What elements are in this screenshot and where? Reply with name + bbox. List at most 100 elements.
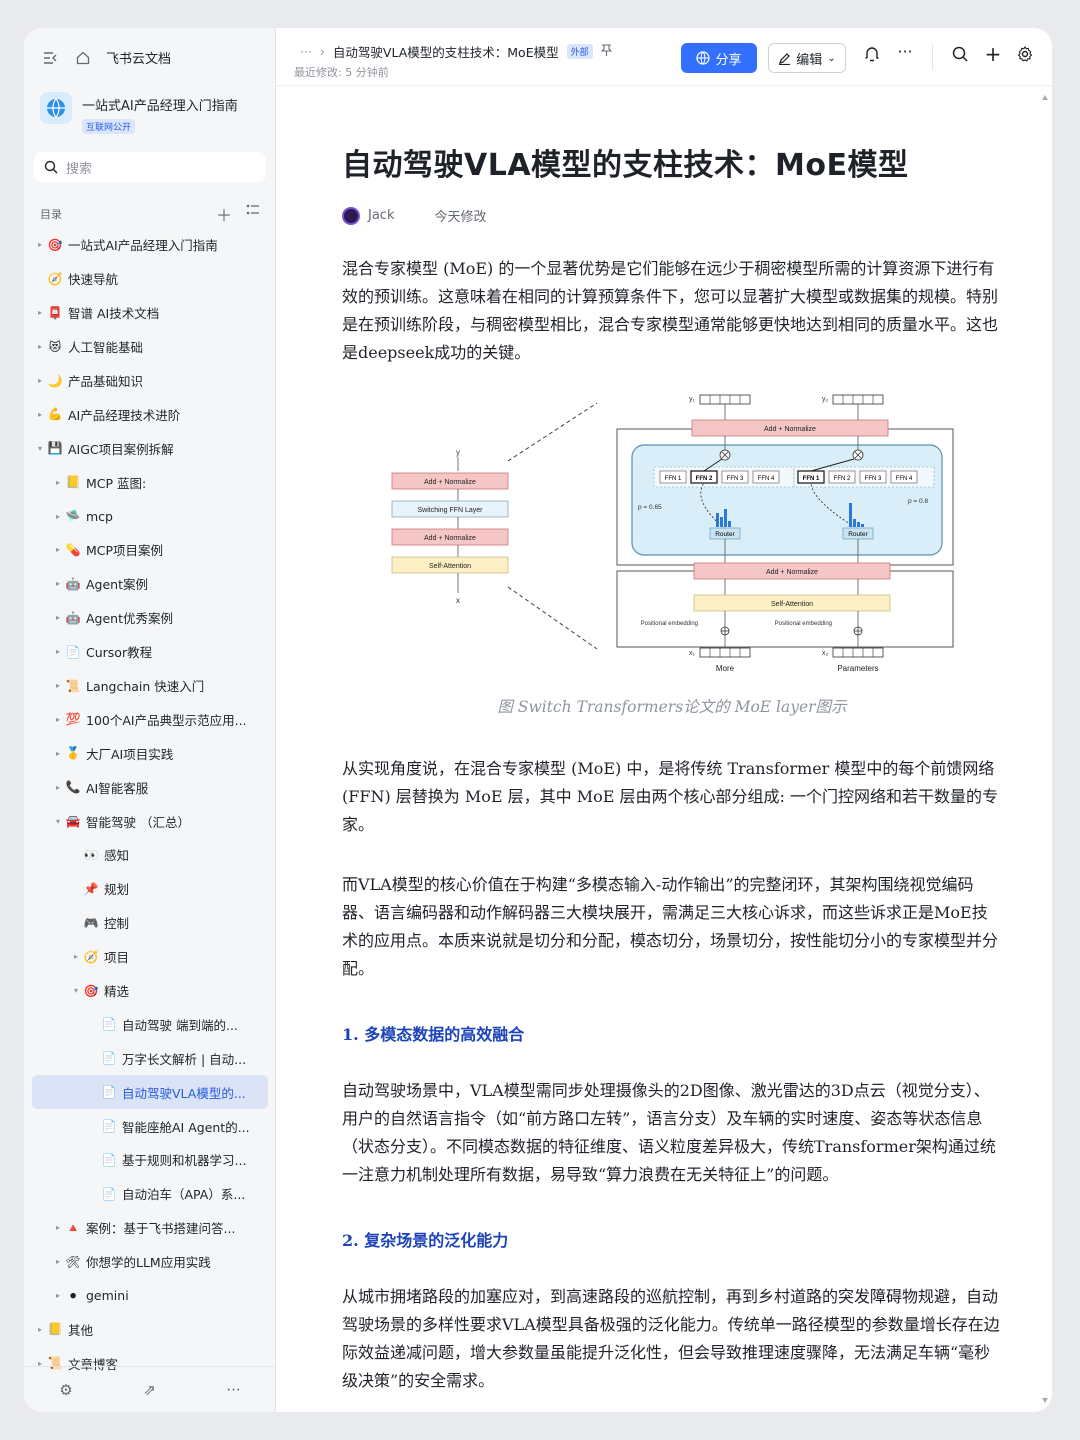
sidebar-item[interactable]: ▸📞AI智能客服 — [32, 770, 268, 804]
home-link[interactable]: 飞书云文档 — [106, 52, 172, 67]
sidebar-item[interactable]: ▸💯100个AI产品典型示范应用... — [32, 702, 268, 736]
sidebar-item[interactable]: 📄自动驾驶VLA模型的... — [32, 1075, 268, 1110]
chevron-right-icon[interactable]: ▸ — [55, 477, 60, 487]
collapse-sidebar-icon[interactable] — [42, 49, 60, 67]
chevron-right-icon[interactable]: ▸ — [55, 748, 60, 758]
chevron-right-icon[interactable]: ▸ — [55, 1257, 60, 1267]
sidebar-item[interactable]: 🎮控制 — [32, 906, 268, 940]
share-label: 分享 — [715, 52, 742, 68]
avatar[interactable] — [342, 206, 360, 225]
chevron-right-icon[interactable]: ▸ — [37, 376, 42, 385]
chevron-right-icon[interactable]: ▸ — [37, 342, 42, 352]
share-button[interactable]: 分享 — [681, 43, 757, 73]
sidebar-item-label: 快速导航 — [68, 272, 119, 288]
sidebar-item[interactable]: ▾💾AIGC项目案例拆解 — [32, 431, 268, 465]
author-name[interactable]: Jack — [368, 208, 395, 223]
sidebar-item[interactable]: 🧭快速导航 — [32, 262, 268, 296]
item-icon: 🚘 — [65, 814, 81, 829]
chevron-right-icon[interactable]: ▸ — [37, 1358, 42, 1368]
home-icon[interactable] — [74, 49, 92, 67]
settings-icon[interactable]: ⚙ — [59, 1380, 73, 1399]
sidebar-item[interactable]: ▸💪AI产品经理技术进阶 — [32, 397, 268, 431]
sidebar-item[interactable]: ▾🎯精选 — [32, 974, 268, 1008]
chevron-right-icon[interactable]: ▸ — [55, 1291, 60, 1301]
chevron-down-icon[interactable]: ▾ — [73, 986, 78, 996]
sidebar-footer: ⚙ ⇗ ··· — [24, 1366, 276, 1412]
add-icon[interactable]: ＋ — [215, 206, 232, 225]
globe-icon — [40, 92, 72, 124]
sidebar-item[interactable]: ▸📮智谱 AI技术文档 — [32, 296, 268, 330]
gear-icon[interactable] — [1014, 46, 1036, 66]
chevron-right-icon[interactable]: ▸ — [37, 1324, 42, 1334]
chevron-right-icon[interactable]: ▸ — [37, 409, 42, 419]
sidebar-item[interactable]: ▸⚫gemini — [32, 1279, 268, 1313]
search-icon[interactable] — [949, 46, 971, 66]
sidebar-item[interactable]: ▸🛠你想学的LLM应用实践 — [32, 1245, 268, 1279]
top-bar: ··· › 自动驾驶VLA模型的支柱技术：MoE模型 外部 最近修改: 5 分钟… — [276, 28, 1052, 86]
chevron-down-icon[interactable]: ▾ — [37, 443, 42, 453]
share-out-icon[interactable]: ⇗ — [143, 1380, 156, 1399]
sidebar-item[interactable]: ▸📄Cursor教程 — [32, 635, 268, 669]
chevron-right-icon[interactable]: ▸ — [55, 511, 60, 521]
sidebar-item[interactable]: ▸📒MCP 蓝图: — [32, 465, 268, 499]
scrollbar[interactable] — [1042, 94, 1048, 1404]
sidebar-item[interactable]: 📄自动泊车（APA）系... — [32, 1177, 268, 1211]
fig-ffn1-a: FFN 1 — [665, 476, 682, 482]
sidebar-item[interactable]: 👀感知 — [32, 838, 268, 872]
chevron-right-icon[interactable]: ▸ — [55, 1223, 60, 1233]
sidebar-item[interactable]: ▸🛸mcp — [32, 499, 268, 533]
sidebar-item[interactable]: ▸🤖Agent案例 — [32, 567, 268, 601]
pin-icon[interactable] — [600, 44, 612, 59]
search-input[interactable]: 搜索 — [34, 152, 266, 182]
sidebar-item[interactable]: ▸🧭项目 — [32, 940, 268, 974]
heading-1: 1. 多模态数据的高效融合 — [342, 1025, 525, 1044]
chevron-right-icon[interactable]: ▸ — [55, 714, 60, 724]
sidebar-item-label: 100个AI产品典型示范应用... — [86, 712, 247, 728]
sidebar-item[interactable]: ▸📒其他 — [32, 1313, 268, 1347]
chevron-right-icon[interactable]: ▸ — [73, 952, 78, 962]
sidebar-item-label: 基于规则和机器学习... — [122, 1153, 247, 1169]
sidebar-item[interactable]: ▸🥇大厂AI项目实践 — [32, 736, 268, 770]
item-icon: 📄 — [101, 1119, 117, 1134]
sidebar-item[interactable]: ▸🎯一站式AI产品经理入门指南 — [32, 228, 268, 262]
sidebar-item[interactable]: ▸🔺案例：基于飞书搭建问答... — [32, 1211, 268, 1245]
workspace-header[interactable]: 一站式AI产品经理入门指南 互联网公开 — [40, 92, 238, 134]
sidebar-item[interactable]: 📄自动驾驶 端到端的... — [32, 1007, 268, 1041]
plus-icon[interactable]: + — [984, 42, 1002, 66]
sidebar-item[interactable]: ▸💊MCP项目案例 — [32, 533, 268, 567]
fig-top-addnorm: Add + Normalize — [764, 426, 816, 433]
chevron-right-icon[interactable]: ▸ — [37, 240, 42, 250]
sidebar-item-label: Agent优秀案例 — [86, 611, 173, 627]
sidebar-item[interactable]: 📌规划 — [32, 872, 268, 906]
chevron-right-icon[interactable]: ▸ — [55, 613, 60, 623]
sidebar-item[interactable]: ▾🚘智能驾驶 （汇总） — [32, 804, 268, 838]
more-options-icon[interactable]: ··· — [897, 42, 913, 61]
chevron-right-icon[interactable]: ▸ — [55, 681, 60, 691]
sidebar-item-label: 案例：基于飞书搭建问答... — [86, 1221, 236, 1237]
fig-word-parameters: Parameters — [837, 664, 878, 673]
fig-p-right: p = 0.8 — [908, 498, 928, 505]
more-icon[interactable]: ··· — [226, 1380, 241, 1399]
list-view-icon[interactable] — [246, 202, 260, 226]
fig-left-self-attn: Self-Attention — [429, 563, 471, 570]
sidebar-item[interactable]: ▸📜Langchain 快速入门 — [32, 669, 268, 703]
chevron-right-icon[interactable]: ▸ — [55, 647, 60, 657]
item-icon: 🛸 — [65, 509, 81, 524]
chevron-right-icon[interactable]: ▸ — [55, 545, 60, 555]
sidebar-item-label: 大厂AI项目实践 — [86, 746, 174, 762]
chevron-down-icon[interactable]: ▾ — [55, 816, 60, 826]
bell-icon[interactable] — [861, 46, 883, 66]
edit-button[interactable]: 编辑 ⌄ — [768, 43, 846, 73]
breadcrumb-title[interactable]: 自动驾驶VLA模型的支柱技术：MoE模型 — [332, 45, 559, 60]
sidebar-item[interactable]: ▸🤖Agent优秀案例 — [32, 601, 268, 635]
sidebar-item[interactable]: 📄基于规则和机器学习... — [32, 1143, 268, 1177]
breadcrumb-more[interactable]: ··· — [300, 44, 312, 59]
sidebar-item[interactable]: ▸🌙产品基础知识 — [32, 364, 268, 398]
chevron-right-icon[interactable]: ▸ — [55, 782, 60, 792]
chevron-right-icon[interactable]: ▸ — [37, 308, 42, 318]
sidebar-item[interactable]: 📄万字长文解析 | 自动... — [32, 1041, 268, 1075]
sidebar-item[interactable]: ▸😻人工智能基础 — [32, 330, 268, 364]
chevron-right-icon[interactable]: ▸ — [55, 579, 60, 589]
sidebar-item[interactable]: 📄智能座舱AI Agent的... — [32, 1109, 268, 1143]
doc-title: 自动驾驶VLA模型的支柱技术：MoE模型 — [342, 148, 909, 183]
